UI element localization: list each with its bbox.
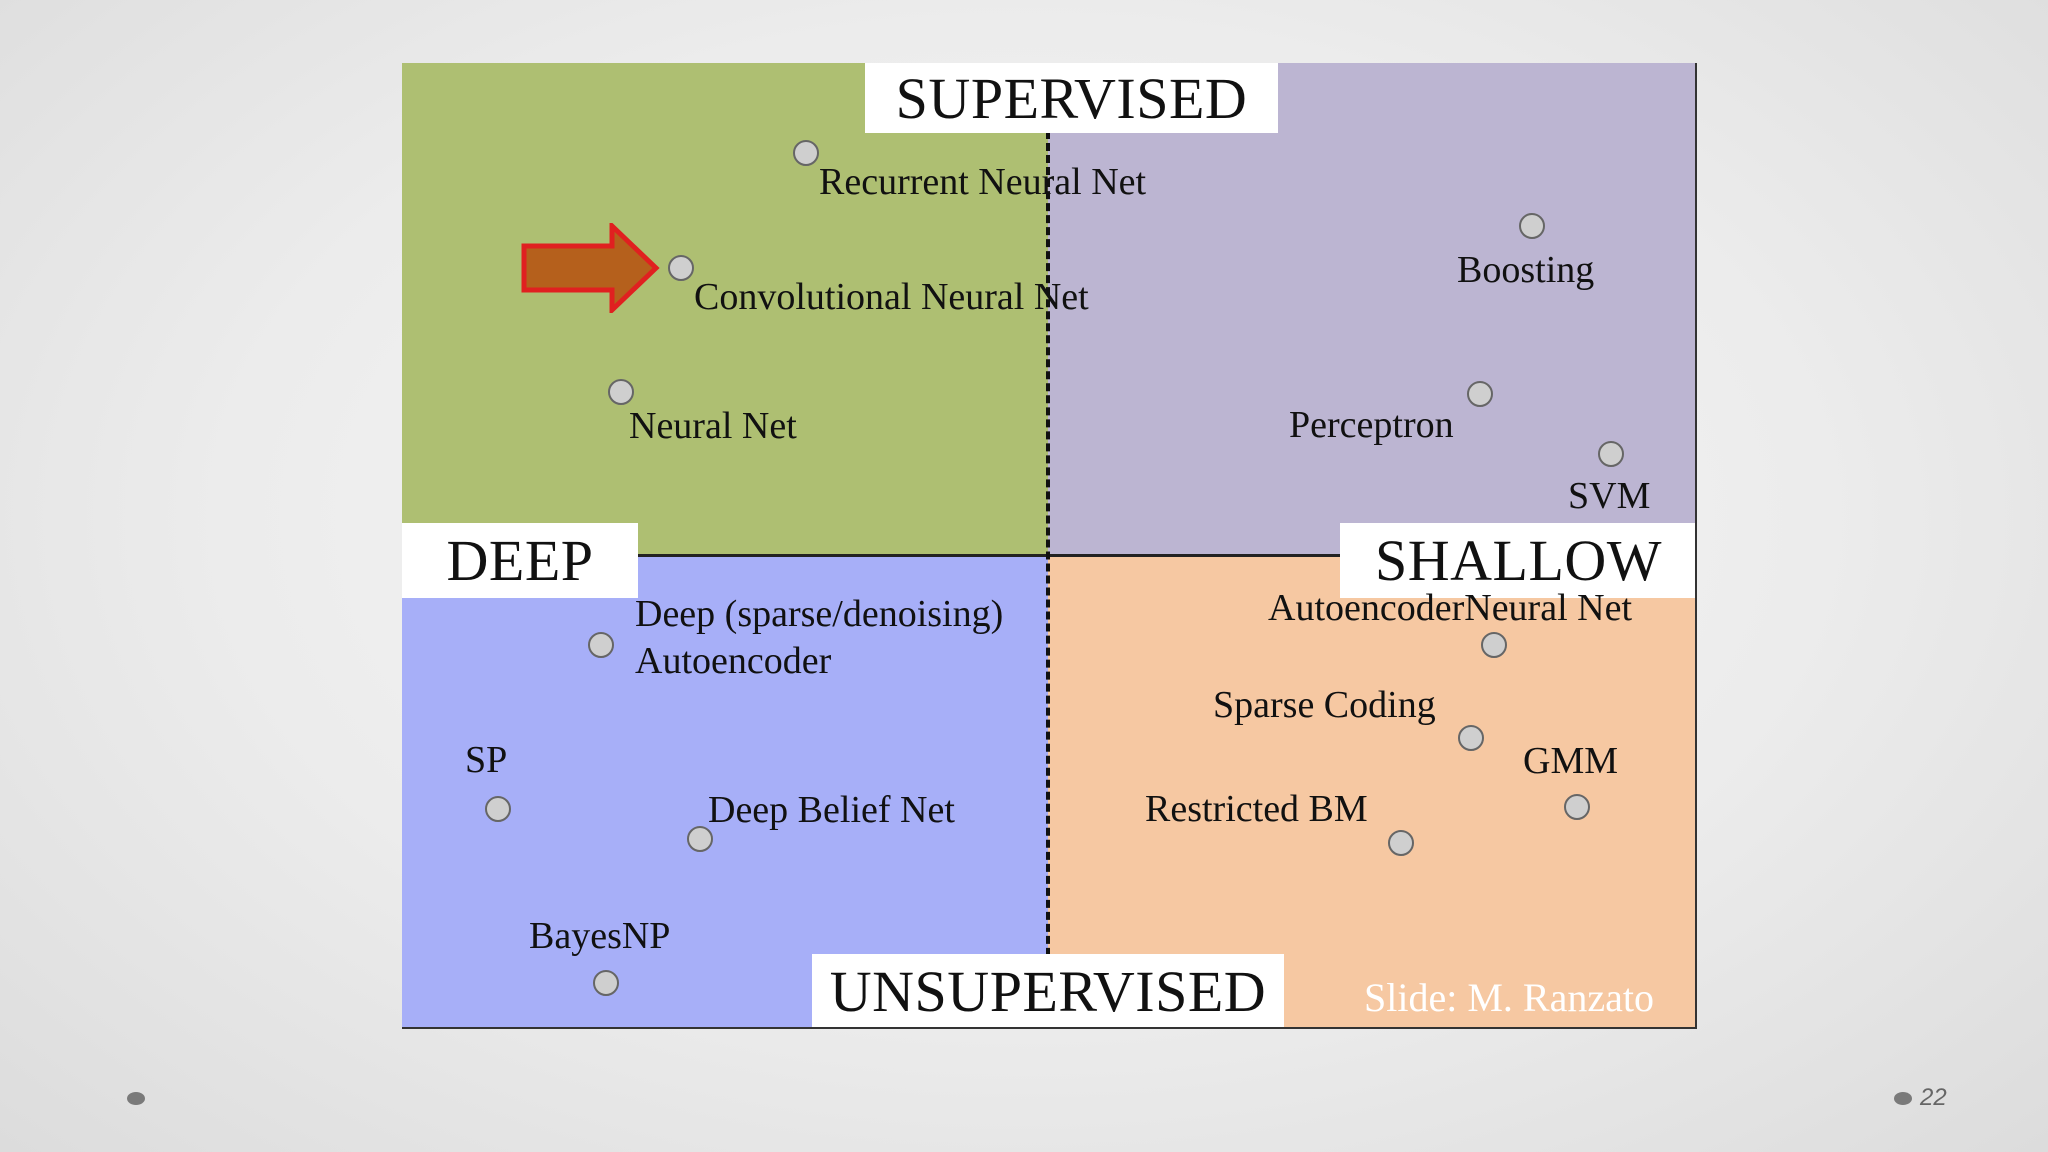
model-node-sp bbox=[485, 796, 511, 822]
slide-credit: Slide: M. Ranzato bbox=[1364, 975, 1654, 1020]
page-number: 22 bbox=[1920, 1084, 1947, 1111]
model-label-autoencoder-nn: AutoencoderNeural Net bbox=[1268, 587, 1633, 629]
quadrant-shallow-supervised bbox=[1048, 63, 1695, 556]
model-node-svm bbox=[1598, 441, 1624, 467]
model-node-sparse-coding bbox=[1458, 725, 1484, 751]
model-label-cnn: Convolutional Neural Net bbox=[694, 276, 1089, 318]
model-node-perceptron bbox=[1467, 381, 1493, 407]
quadrant-deep-unsupervised bbox=[402, 556, 1048, 1027]
model-node-dbn bbox=[687, 826, 713, 852]
bullet-dot-left bbox=[127, 1092, 145, 1105]
model-node-bayesnp bbox=[593, 970, 619, 996]
model-label-deep-autoencoder-line2: Autoencoder bbox=[635, 640, 832, 682]
axis-label-supervised: SUPERVISED bbox=[865, 63, 1278, 133]
model-node-autoencoder-nn bbox=[1481, 632, 1507, 658]
model-node-cnn bbox=[668, 255, 694, 281]
axis-label-unsupervised: UNSUPERVISED bbox=[812, 954, 1284, 1027]
model-label-deep-autoencoder-line1: Deep (sparse/denoising) bbox=[635, 593, 1004, 635]
model-label-svm: SVM bbox=[1568, 475, 1651, 517]
model-node-gmm bbox=[1564, 794, 1590, 820]
model-label-bayesnp: BayesNP bbox=[529, 915, 671, 957]
bullet-dot-right bbox=[1894, 1092, 1912, 1105]
quadrant-deep-supervised bbox=[402, 63, 1048, 556]
model-node-deep-autoencoder bbox=[588, 632, 614, 658]
quadrant-shallow-unsupervised bbox=[1048, 556, 1695, 1027]
model-label-gmm: GMM bbox=[1523, 740, 1619, 782]
vertical-dashed-divider bbox=[1046, 131, 1050, 1016]
model-label-rnn: Recurrent Neural Net bbox=[819, 161, 1147, 203]
model-label-sparse-coding: Sparse Coding bbox=[1213, 684, 1436, 726]
model-label-perceptron: Perceptron bbox=[1289, 404, 1454, 446]
model-node-rnn bbox=[793, 140, 819, 166]
deep-shallow-quadrant-diagram: SUPERVISED UNSUPERVISED DEEP SHALLOW Rec… bbox=[402, 63, 1697, 1029]
right-arrow-icon bbox=[521, 223, 660, 313]
model-label-rbm: Restricted BM bbox=[1145, 788, 1368, 830]
model-label-boosting: Boosting bbox=[1457, 249, 1595, 291]
model-label-nn: Neural Net bbox=[629, 405, 797, 447]
axis-label-shallow: SHALLOW bbox=[1340, 523, 1695, 598]
model-label-sp: SP bbox=[465, 739, 508, 781]
model-node-boosting bbox=[1519, 213, 1545, 239]
model-node-nn bbox=[608, 379, 634, 405]
axis-label-deep: DEEP bbox=[402, 523, 638, 598]
model-node-rbm bbox=[1388, 830, 1414, 856]
model-label-dbn: Deep Belief Net bbox=[708, 789, 955, 831]
